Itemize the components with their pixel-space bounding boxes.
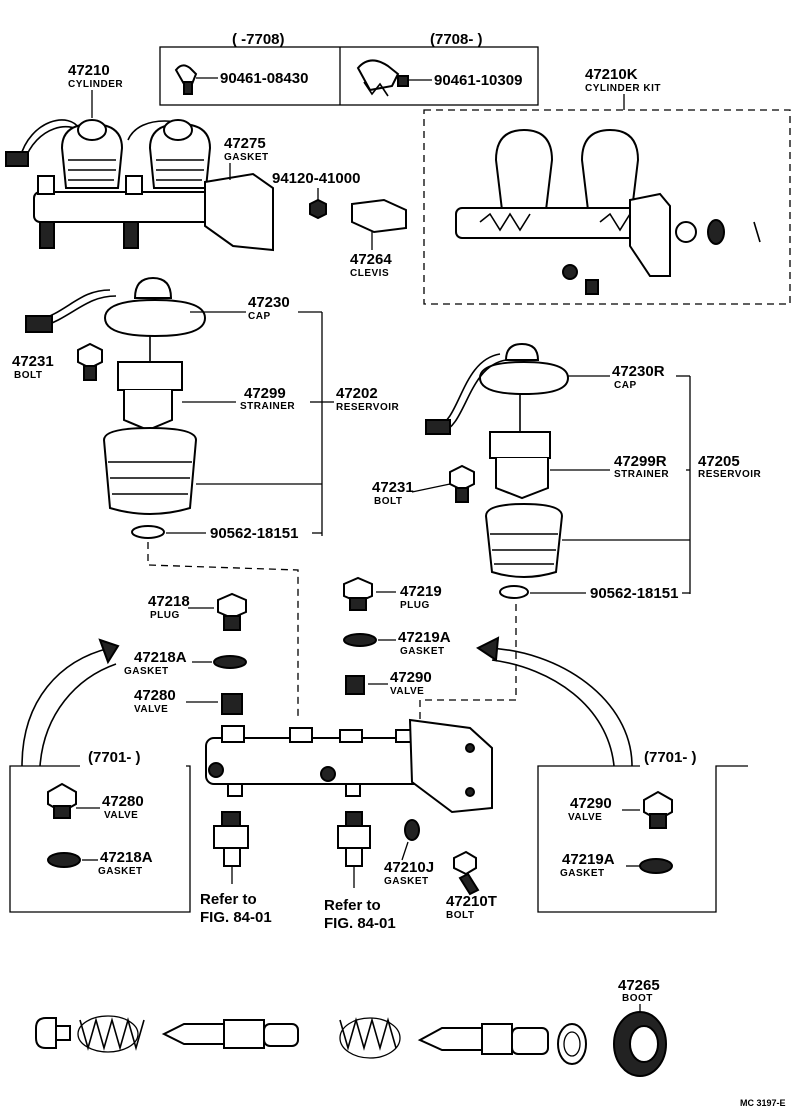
figure-code: MC 3197-E — [740, 1098, 786, 1108]
main-cylinder-body — [205, 718, 493, 814]
valve-47280: 47280 VALVE — [134, 687, 243, 715]
part-47299-number: 47299 — [244, 385, 286, 402]
cylinder-assembly: 47210 CYLINDER — [5, 62, 274, 252]
dashed-leader-left — [147, 542, 299, 720]
arrow-left-icon — [21, 638, 120, 767]
inset-47280-number: 47280 — [102, 793, 144, 810]
part-47210T-number: 47210T — [446, 893, 497, 910]
inset-box-left: (7701- ) 47280 VALVE 47218A GASKET — [9, 749, 191, 913]
gasket-47218A: 47218A GASKET — [124, 649, 247, 677]
part-47230R-number: 47230R — [612, 363, 665, 380]
variant-box: ( -7708) (7708- ) 90461-08430 90461-1030… — [159, 31, 539, 106]
valve-47290: 47290 VALVE — [345, 669, 432, 697]
spring-1 — [77, 1015, 145, 1053]
refer-left-line2: FIG. 84-01 — [200, 909, 272, 926]
gasket-47219A: 47219A GASKET — [343, 629, 451, 657]
part-47219A-name: GASKET — [400, 646, 445, 657]
connector-icon-right — [356, 59, 409, 97]
part-47205-name: RESERVOIR — [698, 469, 761, 480]
part-47299R-name: STRAINER — [614, 469, 669, 480]
part-47299-name: STRAINER — [240, 401, 295, 412]
part-47280-name: VALVE — [134, 704, 168, 715]
part-47265-name: BOOT — [622, 993, 653, 1004]
part-47219-name: PLUG — [400, 600, 430, 611]
cylinder-kit-box: 47210K CYLINDER KIT — [423, 66, 791, 305]
gasket-47210J: 47210J GASKET — [384, 819, 434, 887]
nut-94120: 94120-41000 — [272, 170, 360, 220]
inset-left-header: (7701- ) — [88, 749, 141, 766]
switch-left: Refer to FIG. 84-01 — [200, 811, 272, 926]
dashed-leader-right — [419, 604, 517, 740]
part-47230-name: CAP — [248, 311, 271, 322]
part-47218-name: PLUG — [150, 610, 180, 621]
part-47264-name: CLEVIS — [350, 268, 389, 279]
part-47299R-number: 47299R — [614, 453, 667, 470]
part-47230-number: 47230 — [248, 294, 290, 311]
inset-47280-name: VALVE — [104, 810, 138, 821]
inset-47290-name: VALVE — [568, 812, 602, 823]
bolt-47210T: 47210T BOLT — [446, 850, 497, 921]
part-90562-left-number: 90562-18151 — [210, 525, 298, 542]
clevis-47264: 47264 CLEVIS — [350, 198, 407, 279]
part-47218-number: 47218 — [148, 593, 190, 610]
part-47210J-name: GASKET — [384, 876, 429, 887]
inset-47219A-name: GASKET — [560, 868, 605, 879]
part-47218A-name: GASKET — [124, 666, 169, 677]
part-47275-name: GASKET — [224, 152, 269, 163]
spring-2 — [339, 1017, 401, 1059]
part-47210K-number: 47210K — [585, 66, 638, 83]
part-47275-number: 47275 — [224, 135, 266, 152]
part-47231-name: BOLT — [14, 370, 42, 381]
connector-icon-left — [174, 64, 198, 95]
part-47219-number: 47219 — [400, 583, 442, 600]
part-47210J-number: 47210J — [384, 859, 434, 876]
part-47202-number: 47202 — [336, 385, 378, 402]
piston-row — [35, 1015, 587, 1065]
part-47210K-name: CYLINDER KIT — [585, 83, 661, 94]
part-47280-number: 47280 — [134, 687, 176, 704]
inset-47218A-number: 47218A — [100, 849, 153, 866]
part-47219A-number: 47219A — [398, 629, 451, 646]
left-callouts: 47230 CAP 47231 BOLT 47299 STRAINER 4720… — [12, 294, 399, 542]
reservoir-left — [25, 276, 207, 539]
part-47230R-name: CAP — [614, 380, 637, 391]
part-47210-name: CYLINDER — [68, 79, 123, 90]
arrow-right-icon — [476, 636, 633, 767]
boot-47265: 47265 BOOT — [613, 977, 667, 1077]
part-90562-right-number: 90562-18151 — [590, 585, 678, 602]
part-47290-name: VALVE — [390, 686, 424, 697]
reservoir-right — [425, 342, 570, 599]
refer-left-line1: Refer to — [200, 891, 257, 908]
refer-right-line2: FIG. 84-01 — [324, 915, 396, 932]
part-94120-number: 94120-41000 — [272, 170, 360, 187]
variant-header-right: (7708- ) — [430, 31, 483, 48]
switch-right: Refer to FIG. 84-01 — [324, 811, 396, 932]
inset-47290-number: 47290 — [570, 795, 612, 812]
plug-47219: 47219 PLUG — [343, 576, 442, 611]
inset-47218A-name: GASKET — [98, 866, 143, 877]
part-47218A-number: 47218A — [134, 649, 187, 666]
plug-47218: 47218 PLUG — [148, 592, 247, 631]
part-47264-number: 47264 — [350, 251, 392, 268]
inset-right-header: (7701- ) — [644, 749, 697, 766]
part-90461-10309: 90461-10309 — [434, 72, 522, 89]
inset-47219A-number: 47219A — [562, 851, 615, 868]
variant-header-left: ( -7708) — [232, 31, 285, 48]
inset-box-right: (7701- ) 47290 VALVE 47219A GASKET — [537, 749, 748, 913]
part-47210T-name: BOLT — [446, 910, 474, 921]
refer-right-line1: Refer to — [324, 897, 381, 914]
part-47202-name: RESERVOIR — [336, 402, 399, 413]
gasket-47275: 47275 GASKET — [224, 135, 269, 180]
part-47205-number: 47205 — [698, 453, 740, 470]
part-47231b-name: BOLT — [374, 496, 402, 507]
part-47265-number: 47265 — [618, 977, 660, 994]
part-47231b-number: 47231 — [372, 479, 414, 496]
part-47290-number: 47290 — [390, 669, 432, 686]
part-90461-08430: 90461-08430 — [220, 70, 308, 87]
part-47231-number: 47231 — [12, 353, 54, 370]
part-47210-number: 47210 — [68, 62, 110, 79]
right-callouts: 47230R CAP 47299R STRAINER 47205 RESERVO… — [372, 363, 761, 602]
